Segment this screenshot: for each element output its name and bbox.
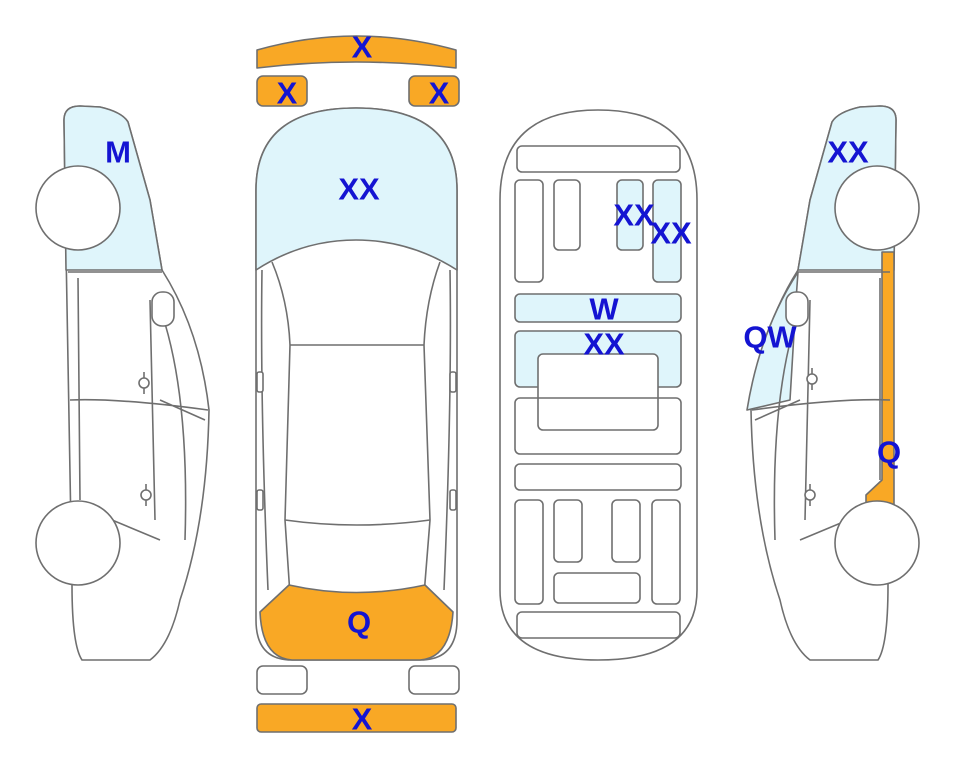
left-side-mirror xyxy=(151,291,175,327)
front-left-light[interactable] xyxy=(256,75,308,107)
right-rear-quarter-code: QW xyxy=(743,320,797,355)
left-side-lines xyxy=(68,271,209,541)
left-side-view: M xyxy=(35,105,210,661)
front-right-seat-a[interactable] xyxy=(616,179,644,251)
rear-seat-right xyxy=(611,499,641,563)
interior-view: XX XX W XX xyxy=(499,109,698,661)
left-door-handle-2 xyxy=(140,484,152,506)
left-front-fender-code: M xyxy=(105,135,131,170)
middle-bar-code: W xyxy=(589,292,619,327)
left-front-wheel xyxy=(35,165,121,251)
front-bumper-code: X xyxy=(352,30,373,65)
center-console xyxy=(537,353,659,431)
rear-bench xyxy=(553,572,641,604)
hood-code: XX xyxy=(338,172,380,207)
front-right-light[interactable] xyxy=(408,75,460,107)
right-front-wheel xyxy=(834,165,920,251)
right-door-handle-2 xyxy=(804,484,816,506)
rear-left-light xyxy=(256,665,308,695)
top-right-mirror xyxy=(449,371,457,393)
rear-left-door-panel xyxy=(514,499,544,605)
front-left-seat xyxy=(553,179,581,251)
front-right-seat-b-code: XX xyxy=(650,216,692,251)
trunk-lid-code: Q xyxy=(347,605,371,640)
dashboard xyxy=(516,145,681,173)
left-rear-wheel xyxy=(35,500,121,586)
rear-seat-left xyxy=(553,499,583,563)
left-door-handle-1 xyxy=(138,372,150,394)
right-rocker-code: Q xyxy=(877,435,901,470)
top-cabin-lines xyxy=(260,261,452,596)
rear-bumper[interactable] xyxy=(256,703,457,733)
front-bumper[interactable] xyxy=(256,35,457,69)
middle-bar[interactable] xyxy=(514,293,682,323)
right-rear-wheel xyxy=(834,500,920,586)
top-view: X X X XX Q X xyxy=(255,30,460,737)
top-left-mirror xyxy=(256,371,264,393)
cargo-area xyxy=(516,611,681,639)
right-front-fender-code: XX xyxy=(827,135,869,170)
front-right-seat-b[interactable] xyxy=(652,179,682,283)
rear-bar xyxy=(514,463,682,491)
front-right-seat-a-code: XX xyxy=(613,198,655,233)
rear-bumper-code: X xyxy=(352,702,373,737)
right-side-view: XX QW Q xyxy=(743,105,920,661)
front-right-light-code: X xyxy=(429,76,450,111)
middle-row-code: XX xyxy=(583,327,625,362)
rear-right-door-panel xyxy=(651,499,681,605)
front-left-light-code: X xyxy=(277,76,298,111)
hood[interactable] xyxy=(255,107,458,271)
right-side-mirror xyxy=(785,291,809,327)
right-door-handle-1 xyxy=(806,368,818,390)
top-left-handle xyxy=(256,489,264,511)
rear-row-frame xyxy=(514,397,682,455)
rear-right-light xyxy=(408,665,460,695)
top-right-handle xyxy=(449,489,457,511)
front-left-door-panel xyxy=(514,179,544,283)
trunk-lid[interactable] xyxy=(259,584,454,661)
